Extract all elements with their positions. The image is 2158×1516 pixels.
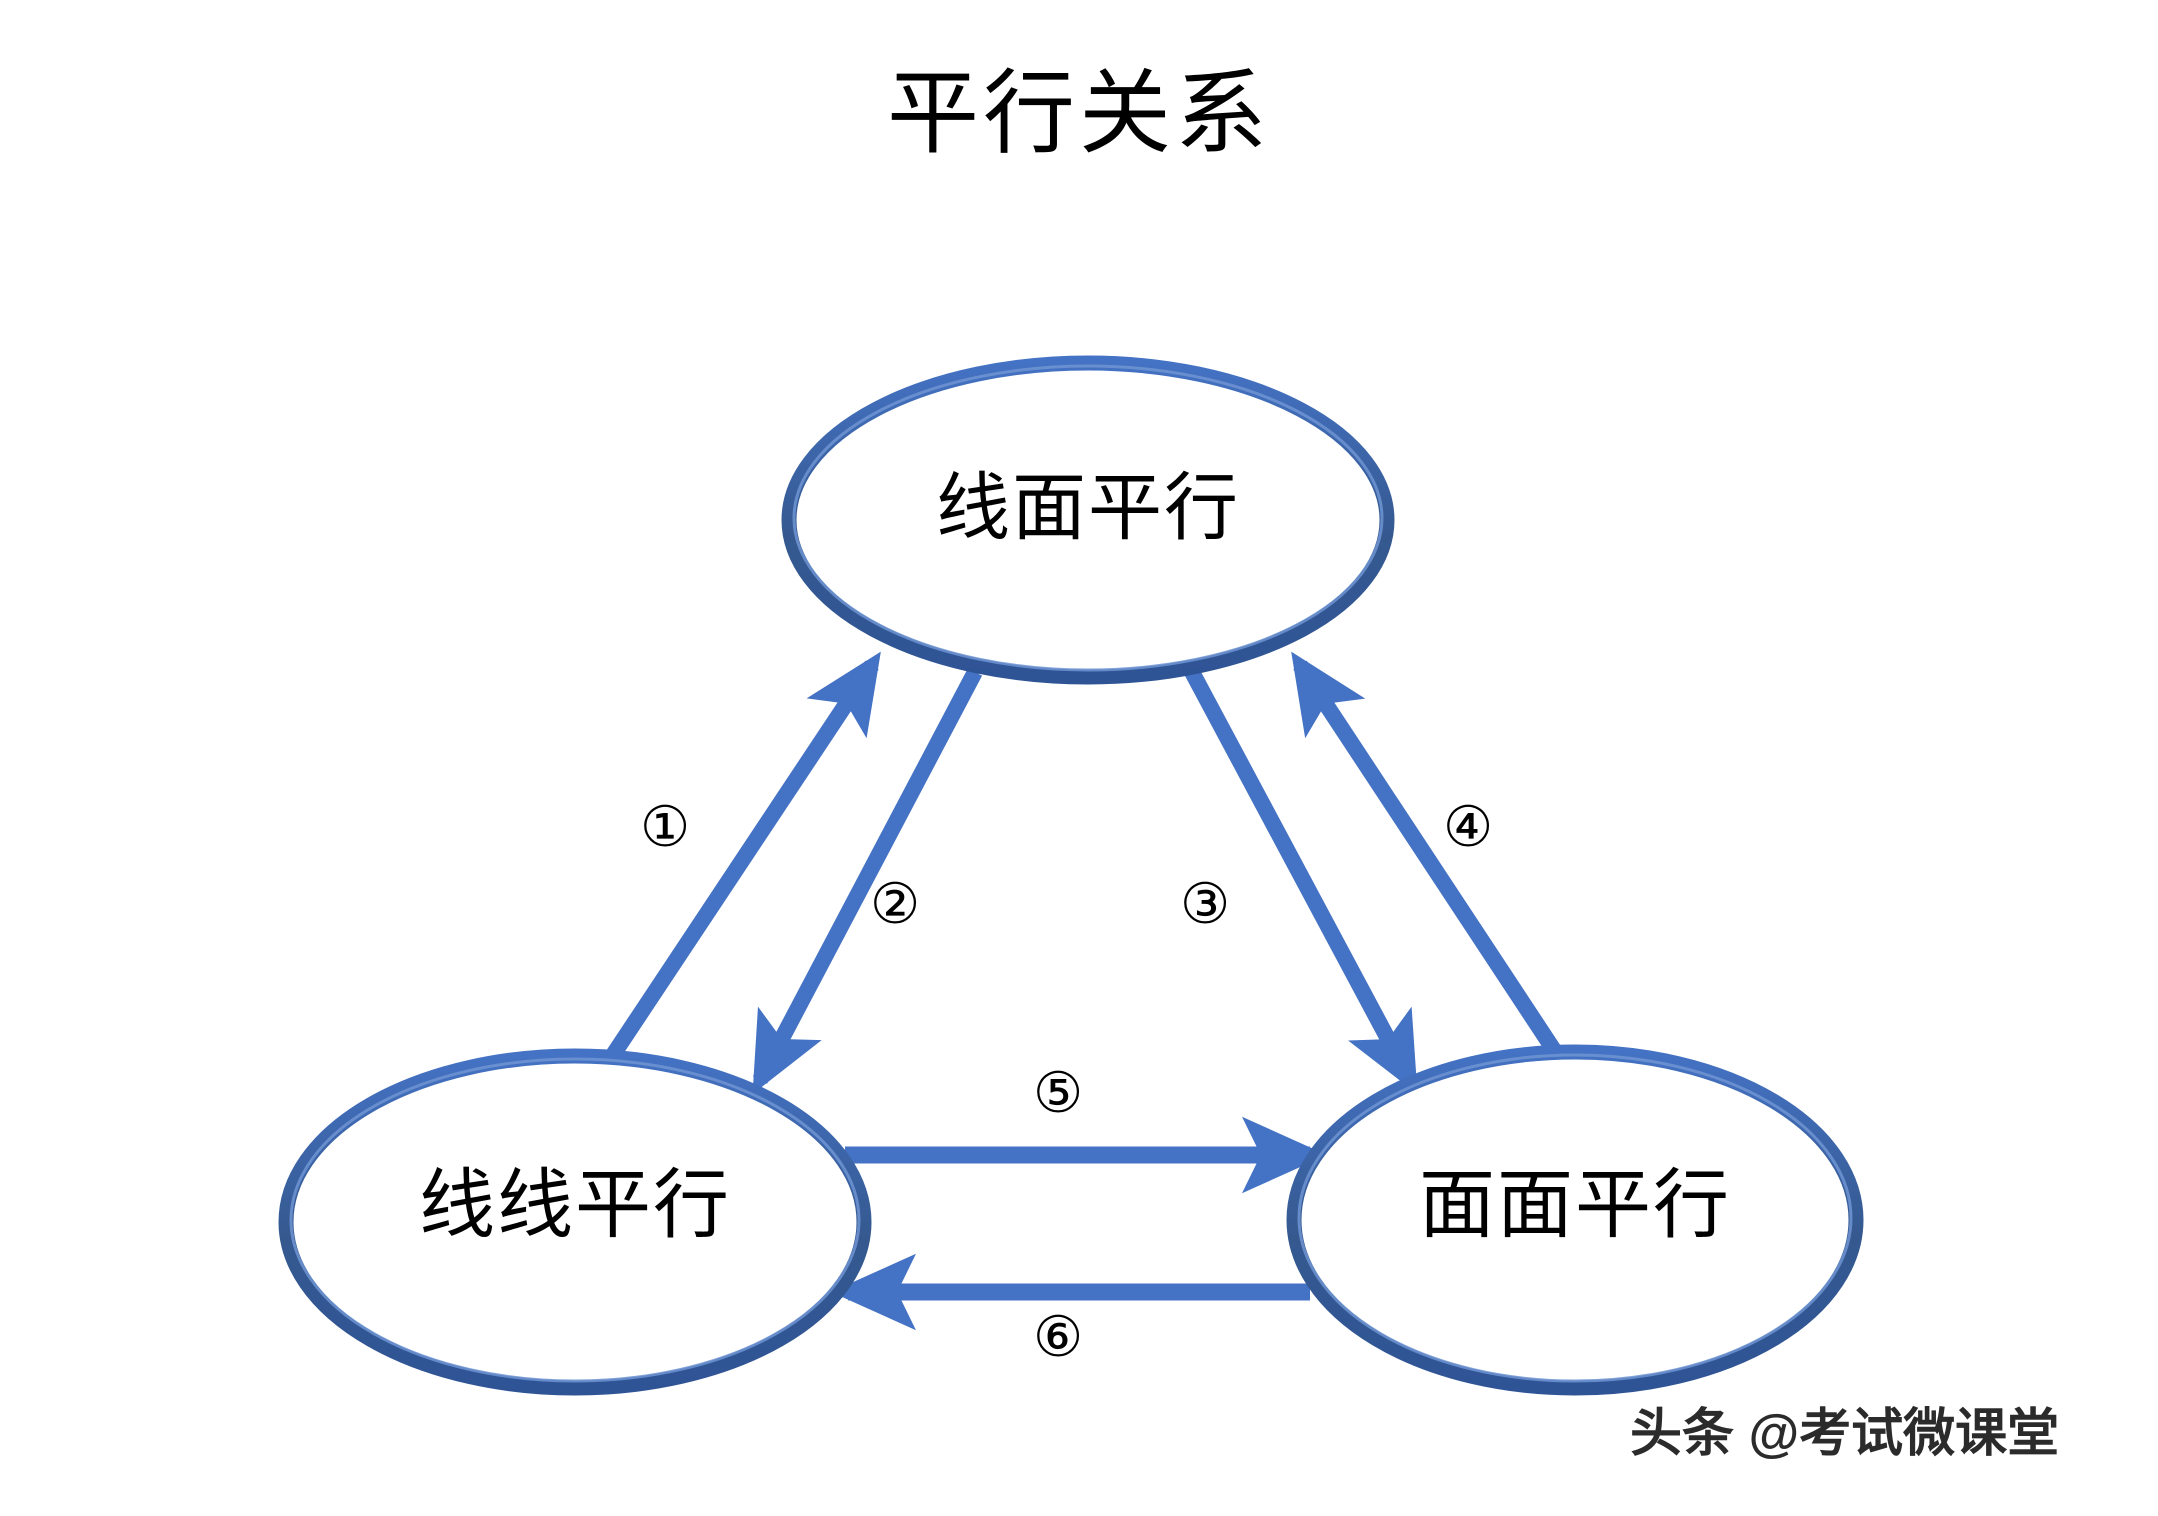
node-line-plane-shape[interactable] bbox=[781, 355, 1395, 685]
edge-4-connector bbox=[1291, 651, 1582, 1087]
edge-label-4: ④ bbox=[1443, 797, 1494, 859]
node-label-line-line: 线线平行 bbox=[419, 1164, 731, 1248]
edge-2-connector bbox=[752, 668, 983, 1095]
node-line-line-shape[interactable] bbox=[278, 1048, 872, 1396]
edge-label-2: ② bbox=[870, 874, 921, 936]
edge-label-3: ③ bbox=[1180, 874, 1231, 936]
page-title: 平行关系 bbox=[886, 63, 1271, 165]
edge-3-connector bbox=[1184, 668, 1418, 1095]
node-label-line-plane: 线面平行 bbox=[936, 468, 1240, 550]
node-plane-plane-shape[interactable] bbox=[1286, 1044, 1864, 1396]
edge-label-1: ① bbox=[640, 797, 691, 859]
edge-1-connector bbox=[588, 651, 881, 1087]
node-label-plane-plane: 面面平行 bbox=[1419, 1164, 1731, 1248]
edge-label-5: ⑤ bbox=[1033, 1063, 1084, 1125]
edge-label-6: ⑥ bbox=[1033, 1307, 1084, 1369]
watermark-text: 头条 @考试微课堂 bbox=[1630, 1405, 2060, 1463]
